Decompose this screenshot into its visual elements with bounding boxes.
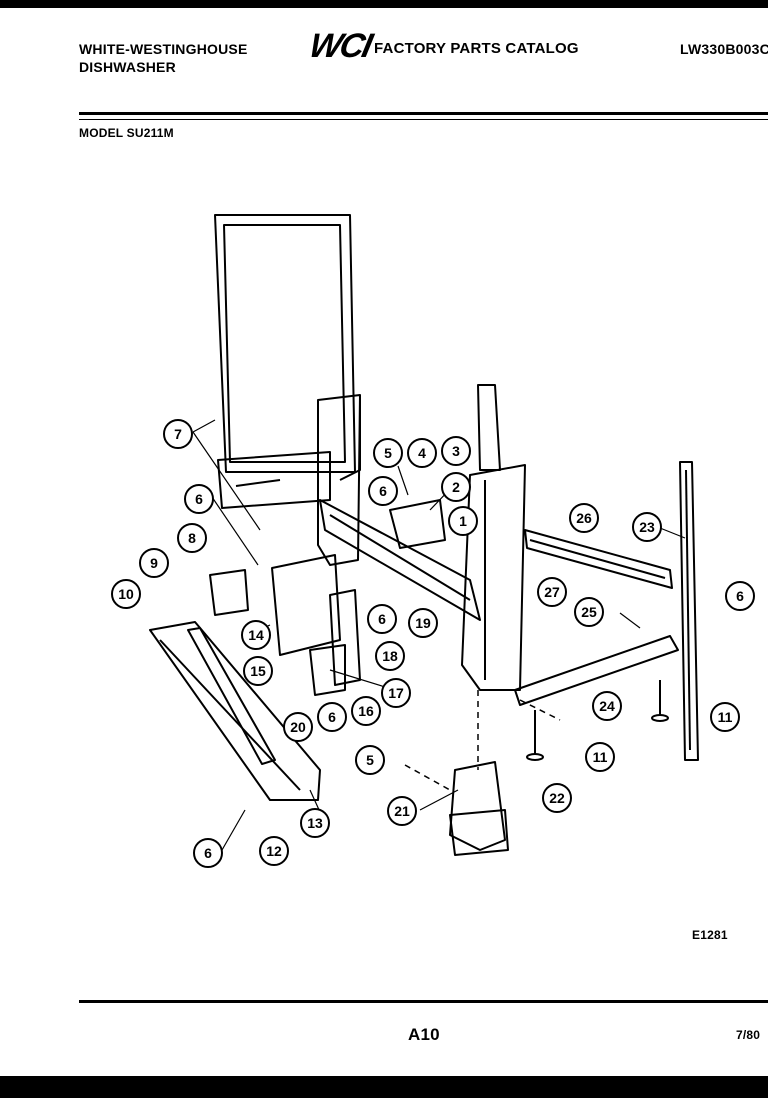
callout-17: 17 bbox=[381, 678, 411, 708]
callout-22: 22 bbox=[542, 783, 572, 813]
callout-10: 10 bbox=[111, 579, 141, 609]
callout-25: 25 bbox=[574, 597, 604, 627]
callout-24: 24 bbox=[592, 691, 622, 721]
brand-line-2: DISHWASHER bbox=[79, 59, 176, 75]
valve-assembly bbox=[449, 761, 509, 856]
leveling-legs bbox=[526, 680, 669, 761]
drawing-code: E1281 bbox=[692, 928, 728, 942]
callout-12: 12 bbox=[259, 836, 289, 866]
catalog-number: LW330B003C bbox=[680, 41, 768, 57]
model-label: MODEL SU211M bbox=[79, 126, 174, 140]
callout-11: 11 bbox=[710, 702, 740, 732]
bottom-border-bar bbox=[0, 1076, 768, 1098]
front-cross-brace bbox=[319, 499, 481, 621]
control-bracket bbox=[271, 554, 361, 696]
brand-line-1: WHITE-WESTINGHOUSE bbox=[79, 41, 248, 57]
callout-1: 1 bbox=[448, 506, 478, 536]
callout-11: 11 bbox=[585, 742, 615, 772]
header-rule-thin bbox=[79, 119, 768, 120]
catalog-title: FACTORY PARTS CATALOG bbox=[374, 40, 579, 57]
callout-6: 6 bbox=[367, 604, 397, 634]
top-border-bar bbox=[0, 0, 768, 8]
callout-7: 7 bbox=[163, 419, 193, 449]
callout-15: 15 bbox=[243, 656, 273, 686]
callout-6: 6 bbox=[184, 484, 214, 514]
toe-kick-panel bbox=[149, 621, 321, 801]
callout-9: 9 bbox=[139, 548, 169, 578]
callout-13: 13 bbox=[300, 808, 330, 838]
callout-19: 19 bbox=[408, 608, 438, 638]
callout-20: 20 bbox=[283, 712, 313, 742]
callout-26: 26 bbox=[569, 503, 599, 533]
callout-16: 16 bbox=[351, 696, 381, 726]
callout-6: 6 bbox=[193, 838, 223, 868]
callout-6: 6 bbox=[725, 581, 755, 611]
base-rail bbox=[514, 635, 679, 706]
date-code: 7/80 bbox=[736, 1028, 761, 1042]
callout-8: 8 bbox=[177, 523, 207, 553]
callout-5: 5 bbox=[373, 438, 403, 468]
callout-27: 27 bbox=[537, 577, 567, 607]
right-side-frame bbox=[461, 384, 526, 691]
right-side-rail bbox=[679, 461, 699, 761]
callout-2: 2 bbox=[441, 472, 471, 502]
callout-4: 4 bbox=[407, 438, 437, 468]
door-frame-panel bbox=[214, 214, 356, 509]
header-rule-thick bbox=[79, 112, 768, 115]
callout-5: 5 bbox=[355, 745, 385, 775]
callout-23: 23 bbox=[632, 512, 662, 542]
left-side-frame bbox=[317, 394, 361, 566]
callout-6: 6 bbox=[317, 702, 347, 732]
callout-14: 14 bbox=[241, 620, 271, 650]
callout-18: 18 bbox=[375, 641, 405, 671]
junction-box bbox=[389, 499, 446, 549]
rear-rail bbox=[524, 529, 673, 589]
alignment-lines bbox=[404, 690, 561, 791]
footer-rule bbox=[79, 1000, 768, 1003]
callout-21: 21 bbox=[387, 796, 417, 826]
switch-block bbox=[209, 569, 249, 616]
callout-3: 3 bbox=[441, 436, 471, 466]
callout-6: 6 bbox=[368, 476, 398, 506]
page-number: A10 bbox=[408, 1025, 440, 1044]
